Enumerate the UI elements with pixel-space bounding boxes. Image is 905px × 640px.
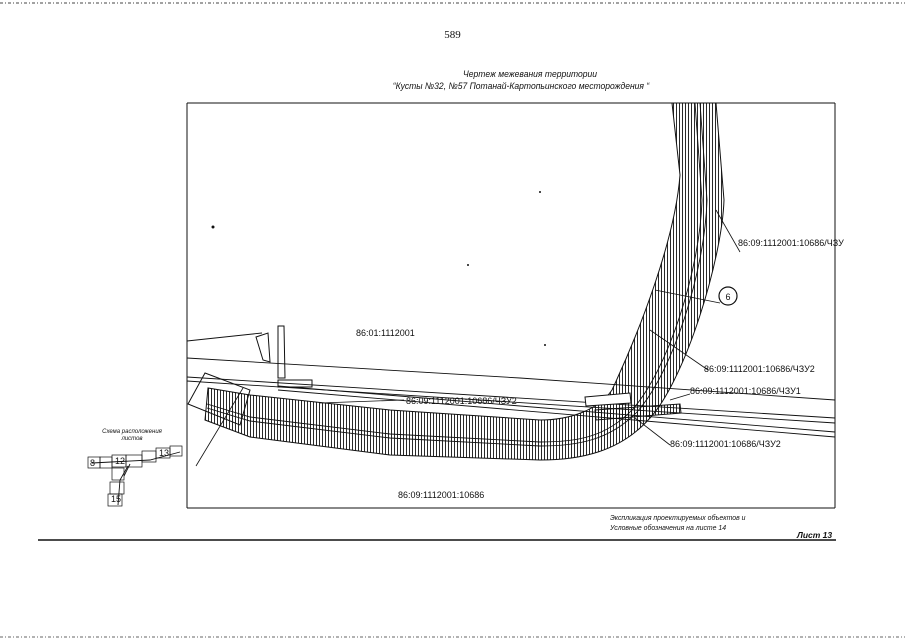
inset-sheet-numbers: 8 12 13 15 (90, 448, 169, 504)
drawing-title-line2: “Кусты №32, №57 Потанай-Картопьинского м… (392, 81, 650, 92)
inset-number: 13 (159, 448, 169, 458)
legend-note-line1: Экспликация проектируемых объектов и (610, 513, 746, 522)
leader-lines (195, 209, 741, 467)
label-parcel-342-road: 86:09:1112001:10686/ЧЗУ2 (406, 396, 517, 406)
marker-6: 6 (718, 286, 738, 306)
label-parcel-34: 86:09:1112001:10686/ЧЗУ (738, 238, 844, 248)
inset-number: 8 (90, 458, 95, 468)
label-parcel-base: 86:09:1112001:10686 (398, 490, 484, 500)
label-parcel-342-lower: 86:09:1112001:10686/ЧЗУ2 (670, 439, 781, 449)
legend-note: Экспликация проектируемых объектов и Усл… (610, 513, 745, 533)
sheet-number: Лист 13 (797, 530, 833, 540)
inset-title: Схема расположения листов (102, 429, 162, 442)
survey-points (211, 191, 546, 346)
sheet-layout-inset (87, 445, 183, 507)
inset-number: 12 (115, 456, 125, 466)
marker-6-label: 6 (725, 292, 730, 302)
label-parcel-342-upper: 86:09:1112001:10686/ЧЗУ2 (704, 364, 815, 374)
legend-note-line2: Условные обозначения на листе 14 (610, 523, 727, 532)
drawing-frame (38, 102, 836, 541)
drawing-title-line1: Чертеж межевания территории (462, 69, 598, 80)
label-cadastral-main: 86:01:1112001 (356, 328, 415, 338)
inset-number: 15 (111, 494, 121, 504)
page-number: 589 (444, 29, 461, 41)
road-lines (186, 332, 836, 438)
inset-sheet-15 (107, 493, 123, 507)
drawing-title: Чертеж межевания территории “Кусты №32, … (393, 69, 665, 93)
label-parcel-341: 86:09:1112001:10686/ЧЗУ1 (690, 386, 801, 396)
hatched-corridor (204, 102, 725, 461)
road-strip (584, 392, 682, 421)
